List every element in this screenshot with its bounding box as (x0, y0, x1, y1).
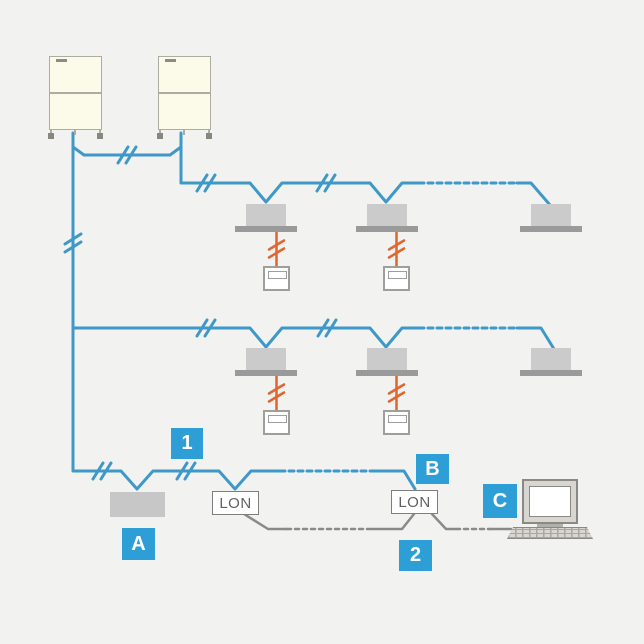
indoor-unit-row2-1 (235, 348, 297, 376)
remote-controller-display (388, 271, 407, 279)
keyboard-icon (507, 527, 593, 539)
badge-c: C (483, 484, 517, 518)
control-wiring-blue (63, 131, 556, 491)
remote-wiring-orange (267, 229, 406, 413)
badge-b: B (416, 454, 449, 484)
outdoor-unit-2 (157, 56, 212, 140)
remote-controller-row2-2 (383, 410, 410, 435)
brand-label-mark (165, 59, 176, 62)
lon-gateway-2-label: LON (398, 493, 431, 511)
indoor-unit-row1-3 (520, 204, 582, 232)
computer-icon (507, 476, 597, 540)
monitor-stand (537, 524, 563, 528)
indoor-unit-row2-3 (520, 348, 582, 376)
remote-controller-row2-1 (263, 410, 290, 435)
wiring-break-marks-blue (63, 145, 338, 481)
remote-controller-display (268, 415, 287, 423)
remote-controller-display (268, 271, 287, 279)
system-controller-box-a (110, 492, 165, 517)
indoor-unit-row2-2 (356, 348, 418, 376)
badge-2: 2 (399, 540, 432, 571)
indoor-unit-row1-2 (356, 204, 418, 232)
monitor-icon (522, 479, 578, 524)
remote-controller-display (388, 415, 407, 423)
monitor-screen (529, 486, 571, 517)
remote-controller-row1-2 (383, 266, 410, 291)
lon-wiring-gray (242, 512, 513, 531)
indoor-unit-row1-1 (235, 204, 297, 232)
lon-gateway-1-label: LON (219, 494, 252, 512)
wiring-break-marks-orange (267, 239, 406, 403)
remote-controller-row1-1 (263, 266, 290, 291)
outdoor-unit-1 (48, 56, 103, 140)
brand-label-mark (56, 59, 67, 62)
lon-gateway-2: LON (391, 490, 438, 514)
badge-1: 1 (171, 428, 203, 459)
badge-a: A (122, 528, 155, 560)
lon-gateway-1: LON (212, 491, 259, 515)
